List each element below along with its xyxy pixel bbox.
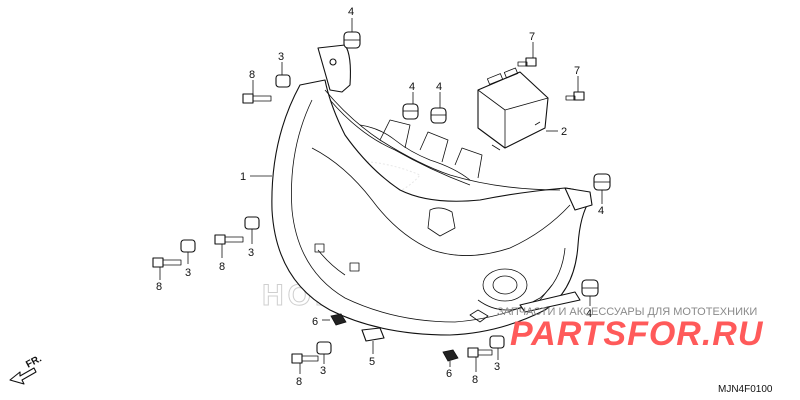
callout-7-right: 7 bbox=[574, 65, 580, 77]
grommet-part-4-top bbox=[343, 31, 361, 49]
callout-5: 5 bbox=[369, 356, 375, 368]
screw-part-7-right bbox=[565, 91, 585, 101]
callout-8-bottom-left: 8 bbox=[296, 376, 302, 388]
callout-1: 1 bbox=[240, 171, 246, 183]
collar-part-3-top bbox=[275, 74, 291, 88]
callout-2: 2 bbox=[561, 126, 567, 138]
diagram-code: MJN4F0100 bbox=[718, 384, 773, 395]
grommet-part-4-right-upper bbox=[593, 173, 611, 191]
collar-part-3-bottom-right bbox=[489, 335, 505, 349]
callout-4-right-upper: 4 bbox=[598, 205, 604, 217]
grommet-part-4-right-lower bbox=[581, 279, 599, 297]
callout-8-midleft: 8 bbox=[219, 261, 225, 273]
grommet-part-4-mid-b bbox=[430, 107, 447, 124]
callout-3-bottom-right: 3 bbox=[494, 361, 500, 373]
bolt-part-8-top bbox=[242, 93, 272, 104]
callout-4-top: 4 bbox=[348, 6, 354, 18]
callout-8-top: 8 bbox=[249, 69, 255, 81]
callout-6-right: 6 bbox=[446, 368, 452, 380]
callout-8-bottom-right: 8 bbox=[472, 374, 478, 386]
bolt-part-8-midleft bbox=[214, 234, 244, 245]
callout-4-right-lower: 4 bbox=[586, 308, 592, 320]
grommet-part-4-mid-a bbox=[402, 103, 419, 120]
headlight-assembly bbox=[271, 44, 593, 336]
clip-part-6-left bbox=[330, 313, 347, 326]
watermark-tagline: ЗАПЧАСТИ И АКСЕССУАРЫ ДЛЯ МОТОТЕХНИКИ bbox=[497, 306, 757, 318]
bolt-part-8-bottom-right bbox=[467, 347, 493, 358]
callout-3-bottom-left: 3 bbox=[320, 365, 326, 377]
control-unit-part-2 bbox=[477, 67, 549, 151]
callout-4-mid-b: 4 bbox=[436, 81, 442, 93]
front-direction-label: FR. bbox=[24, 353, 44, 370]
bolt-part-8-bottom-left bbox=[291, 353, 319, 364]
screw-part-7-top bbox=[517, 57, 537, 67]
callout-8-left: 8 bbox=[156, 281, 162, 293]
clip-part-6-right bbox=[442, 349, 459, 362]
callout-3-top: 3 bbox=[278, 51, 284, 63]
collar-part-3-left bbox=[180, 239, 196, 253]
pad-part-5 bbox=[361, 327, 385, 342]
watermark-site: PARTSFOR.RU bbox=[510, 315, 764, 353]
leader-lines bbox=[159, 18, 603, 374]
callout-4-mid-a: 4 bbox=[409, 81, 415, 93]
callout-6-left: 6 bbox=[312, 316, 318, 328]
callout-7-top: 7 bbox=[529, 31, 535, 43]
callout-3-midleft: 3 bbox=[248, 247, 254, 259]
collar-part-3-bottom-left bbox=[316, 341, 332, 355]
bolt-part-8-left bbox=[152, 257, 182, 268]
callout-3-left: 3 bbox=[185, 267, 191, 279]
collar-part-3-midleft bbox=[244, 216, 260, 230]
front-direction-arrow: FR. bbox=[9, 353, 44, 385]
